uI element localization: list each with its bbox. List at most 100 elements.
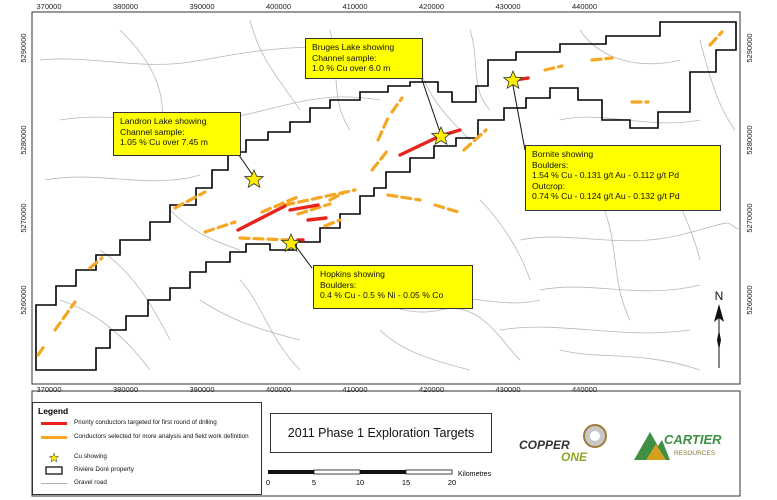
callout-line: 0.74 % Cu - 0.124 g/t Au - 0.132 g/t Pd — [532, 191, 680, 202]
conductor-secondary — [203, 220, 237, 234]
callout-line: Outcrop: — [532, 180, 565, 191]
tick-label: 440000 — [572, 385, 597, 394]
callout-line: 1.54 % Cu - 0.131 g/t Au - 0.112 g/t Pd — [532, 170, 679, 181]
conductor-secondary — [260, 194, 302, 214]
tick-label: 370000 — [36, 2, 61, 11]
callout-line: Channel sample: — [312, 52, 377, 63]
callout-landron-lake: Landron Lake showing Channel sample: 1.0… — [113, 112, 241, 156]
tick-label: 410000 — [342, 2, 367, 11]
tick-label: 5290000 — [19, 33, 28, 62]
legend-label: Conductors selected for more analysis an… — [74, 433, 249, 440]
conductor-secondary — [543, 64, 564, 72]
cartier-sub: RESOURCES — [674, 450, 716, 457]
scale-bar: 0 5 10 15 20 Kilometres — [266, 469, 492, 487]
callout-line: Channel sample: — [120, 126, 185, 137]
callout-title: Bruges Lake showing — [312, 42, 395, 52]
conductor-secondary — [708, 30, 724, 47]
road-line-icon — [41, 483, 67, 484]
legend-item-property: Rivière Doré property — [39, 466, 254, 475]
legend-item-priority: Priority conductors targeted for first r… — [39, 419, 254, 428]
conductor-secondary — [88, 256, 104, 270]
map-title: 2011 Phase 1 Exploration Targets — [287, 426, 475, 440]
legend-item-cu: Cu showing — [39, 453, 254, 462]
conductor-priority — [288, 203, 320, 212]
scale-tick: 5 — [312, 478, 316, 487]
tick-label: 420000 — [419, 385, 444, 394]
secondary-line-icon — [41, 436, 67, 439]
tick-label: 390000 — [189, 2, 214, 11]
conductor-secondary — [36, 343, 47, 357]
north-label: N — [715, 289, 724, 303]
conductor-secondary — [376, 116, 390, 142]
callout-line: Boulders: — [532, 159, 569, 170]
callout-hopkins: Hopkins showing Boulders: 0.4 % Cu - 0.5… — [313, 265, 473, 309]
legend-label: Gravel road — [74, 479, 107, 486]
callout-title: Hopkins showing — [320, 269, 385, 279]
tick-label: 380000 — [113, 2, 138, 11]
scale-tick: 20 — [448, 478, 456, 487]
conductor-secondary — [328, 190, 347, 202]
star-bruges — [430, 125, 452, 146]
callout-line: 1.0 % Cu over 6.0 m — [312, 63, 391, 74]
tick-label: 5280000 — [19, 125, 28, 154]
scale-tick: 0 — [266, 478, 270, 487]
copperone-part1: COPPER — [519, 438, 570, 452]
star-icon — [48, 453, 60, 462]
conductor-priority — [306, 216, 328, 222]
tick-label: 400000 — [266, 385, 291, 394]
tick-label: 5270000 — [745, 203, 754, 232]
tick-label: 440000 — [572, 2, 597, 11]
north-arrow: N — [714, 289, 724, 368]
tick-label: 5260000 — [745, 285, 754, 314]
tick-label: 420000 — [419, 2, 444, 11]
scale-tick: 15 — [402, 478, 410, 487]
tick-label: 380000 — [113, 385, 138, 394]
callout-bornite: Bornite showing Boulders: 1.54 % Cu - 0.… — [525, 145, 721, 211]
legend-label: Priority conductors targeted for first r… — [74, 419, 217, 426]
copperone-logo: COPPER ONE — [515, 420, 615, 468]
conductor-secondary — [590, 56, 614, 62]
callout-title: Landron Lake showing — [120, 116, 207, 126]
legend-label: Cu showing — [74, 453, 107, 460]
y-ticks-left: 5290000 5280000 5270000 5260000 — [19, 33, 28, 314]
conductor-secondary — [173, 190, 207, 210]
conductor-secondary — [462, 128, 488, 152]
callout-title: Bornite showing — [532, 149, 594, 159]
conductor-priority — [398, 134, 442, 157]
star-hopkins — [280, 232, 302, 253]
property-outline — [35, 21, 737, 371]
scale-unit: Kilometres — [458, 471, 492, 478]
legend-label: Rivière Doré property — [74, 466, 134, 473]
copperone-part2: ONE — [561, 450, 588, 464]
callout-bruges-lake: Bruges Lake showing Channel sample: 1.0 … — [305, 38, 423, 79]
star-bornite — [502, 69, 524, 90]
cu-showings — [243, 69, 524, 253]
conductor-secondary — [238, 236, 292, 242]
tick-label: 400000 — [266, 2, 291, 11]
tick-label: 410000 — [342, 385, 367, 394]
legend: Legend Priority conductors targeted for … — [32, 402, 262, 495]
conductor-secondary — [433, 203, 460, 214]
tick-label: 390000 — [189, 385, 214, 394]
callout-line: 0.4 % Cu - 0.5 % Ni - 0.05 % Co — [320, 290, 444, 301]
tick-label: 430000 — [495, 385, 520, 394]
tick-label: 5270000 — [19, 203, 28, 232]
legend-item-road: Gravel road — [39, 479, 254, 488]
callout-line: 1.05 % Cu over 7.45 m — [120, 137, 208, 148]
copperone-emblem-icon — [583, 424, 607, 448]
callout-line: Boulders: — [320, 279, 357, 290]
property-outline-icon — [45, 466, 63, 475]
tick-label: 430000 — [495, 2, 520, 11]
tick-label: 5280000 — [745, 125, 754, 154]
conductor-secondary — [296, 202, 332, 216]
priority-line-icon — [41, 422, 67, 425]
secondary-conductors — [36, 30, 724, 357]
tick-label: 5260000 — [19, 285, 28, 314]
conductor-secondary — [323, 218, 342, 228]
scale-tick: 10 — [356, 478, 364, 487]
conductor-secondary — [390, 96, 404, 114]
conductor-priority — [236, 204, 287, 232]
cartier-name: CARTIER — [664, 432, 722, 447]
legend-item-secondary: Conductors selected for more analysis an… — [39, 433, 254, 442]
